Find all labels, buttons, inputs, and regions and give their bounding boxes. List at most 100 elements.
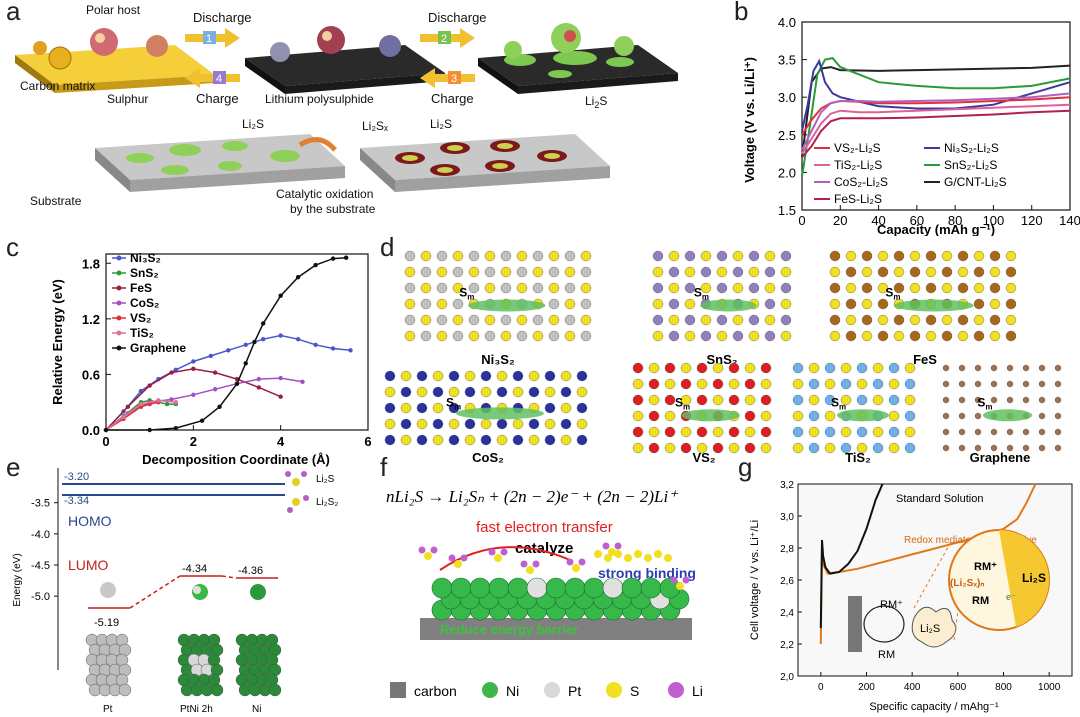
atom bbox=[652, 314, 664, 326]
li-atom bbox=[448, 554, 456, 562]
c-point bbox=[278, 333, 283, 338]
atom bbox=[824, 394, 836, 406]
atom bbox=[888, 394, 900, 406]
c-ytick-label: 1.8 bbox=[82, 256, 100, 271]
atom bbox=[560, 434, 572, 446]
adsorbed-li2s bbox=[700, 299, 757, 312]
atom bbox=[861, 330, 873, 342]
atom bbox=[400, 418, 412, 430]
atom bbox=[420, 330, 432, 342]
atom bbox=[500, 282, 512, 294]
atom bbox=[468, 282, 480, 294]
strong-binding-label: strong binding bbox=[598, 565, 696, 581]
c-point bbox=[169, 397, 174, 402]
structure-name: Graphene bbox=[970, 450, 1031, 465]
atom bbox=[856, 442, 868, 454]
atom bbox=[468, 330, 480, 342]
polar-host-label: Polar host bbox=[86, 3, 141, 17]
atom bbox=[484, 330, 496, 342]
atom bbox=[652, 266, 664, 278]
c-legend-label: Ni₃S₂ bbox=[130, 251, 161, 265]
atom bbox=[420, 282, 432, 294]
b-xtick-label: 120 bbox=[1021, 213, 1043, 228]
ni-label: Ni bbox=[252, 704, 261, 715]
f-legend-swatch bbox=[482, 682, 498, 698]
adsorbed-li2s bbox=[894, 299, 974, 312]
atom bbox=[716, 330, 728, 342]
b-xtick-label: 60 bbox=[910, 213, 924, 228]
atom bbox=[732, 266, 744, 278]
c-point bbox=[208, 353, 213, 359]
atom bbox=[548, 314, 560, 326]
panel-label-g: g bbox=[738, 452, 753, 482]
atom bbox=[748, 330, 760, 342]
atom bbox=[942, 380, 950, 388]
atom bbox=[420, 314, 432, 326]
c-point bbox=[234, 381, 240, 386]
c-legend-label: FeS bbox=[130, 281, 152, 295]
panel-e-diagram: -3.5-4.0-4.5-5.0 Energy (eV) -3.20 -3.34… bbox=[12, 468, 338, 715]
atom bbox=[904, 378, 916, 390]
c-point bbox=[243, 361, 248, 366]
structure-name: VS₂ bbox=[692, 450, 715, 465]
atom bbox=[712, 378, 724, 390]
c-legend-label: Graphene bbox=[130, 341, 186, 355]
atom bbox=[1022, 428, 1030, 436]
c-series-line bbox=[105, 401, 159, 431]
atom bbox=[432, 418, 444, 430]
atom bbox=[448, 370, 460, 382]
atom bbox=[1054, 380, 1062, 388]
atom bbox=[432, 386, 444, 398]
atom bbox=[404, 282, 416, 294]
g-ytick-label: 2,0 bbox=[780, 672, 794, 683]
c-point bbox=[261, 321, 266, 326]
atom bbox=[1054, 444, 1062, 452]
c-series-line bbox=[106, 256, 347, 431]
atom bbox=[829, 330, 841, 342]
atom bbox=[716, 314, 728, 326]
atom bbox=[973, 250, 985, 262]
atom bbox=[548, 250, 560, 262]
atom bbox=[840, 362, 852, 374]
c-point bbox=[295, 337, 301, 342]
ni-atom bbox=[545, 577, 567, 599]
structure-name: FeS bbox=[913, 352, 937, 367]
c-point bbox=[121, 414, 126, 420]
atom bbox=[468, 314, 480, 326]
atom bbox=[420, 266, 432, 278]
atom bbox=[532, 250, 544, 262]
inset-rm-plus: RM⁺ bbox=[880, 599, 903, 611]
c-point bbox=[173, 425, 179, 431]
atom bbox=[560, 418, 572, 430]
b-series-line bbox=[801, 58, 1071, 132]
panel-c-xlabel: Decomposition Coordinate (Å) bbox=[142, 452, 330, 467]
atom bbox=[668, 314, 680, 326]
reaction-equation: nLi₂S → Li₂Sₙ + (2n − 2)e⁻ + (2n − 2)Li⁺ bbox=[386, 487, 679, 506]
atom bbox=[941, 314, 953, 326]
c-series-line bbox=[105, 377, 303, 431]
atom bbox=[1006, 428, 1014, 436]
atom bbox=[1038, 428, 1046, 436]
atom bbox=[845, 250, 857, 262]
atom bbox=[904, 410, 916, 422]
atom bbox=[684, 250, 696, 262]
atom bbox=[958, 428, 966, 436]
atom bbox=[941, 250, 953, 262]
atom bbox=[664, 362, 676, 374]
atom bbox=[1022, 444, 1030, 452]
atom bbox=[560, 402, 572, 414]
arrow-step-4 bbox=[185, 68, 240, 88]
atom bbox=[760, 442, 772, 454]
atom bbox=[856, 426, 868, 438]
e-ytick-label: -4.0 bbox=[31, 529, 50, 541]
atom bbox=[632, 410, 644, 422]
cluster-atom bbox=[118, 683, 132, 697]
polysulphide-label: Lithium polysulphide bbox=[265, 92, 374, 106]
s-atom bbox=[526, 566, 534, 574]
atom bbox=[732, 314, 744, 326]
atom bbox=[652, 250, 664, 262]
atom bbox=[728, 378, 740, 390]
atom bbox=[877, 314, 889, 326]
adsorbed-li2s bbox=[982, 409, 1033, 422]
atom bbox=[990, 444, 998, 452]
